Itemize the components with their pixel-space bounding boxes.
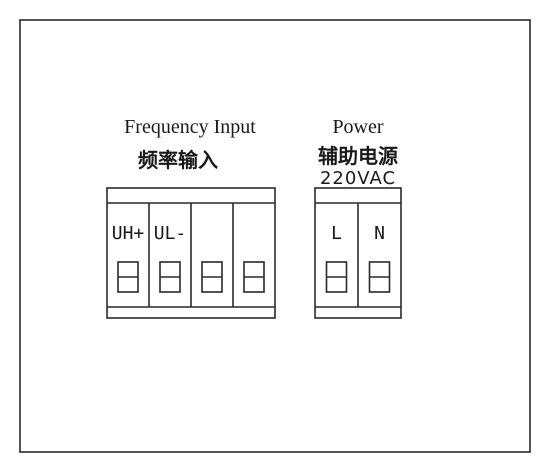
outer-frame <box>19 19 531 453</box>
power-title-cn: 辅助电源 <box>318 144 398 168</box>
frequency-input-terminal-label: UL- <box>154 223 187 244</box>
frequency-input-title: Frequency Input <box>124 116 256 138</box>
frequency-input-title-cn: 频率输入 <box>138 148 218 172</box>
power-voltage: 220VAC <box>320 168 396 189</box>
frequency-input-terminal-label: UH+ <box>112 223 145 244</box>
power-housing <box>314 187 402 319</box>
frequency-input-housing <box>106 187 276 319</box>
power-title: Power <box>332 116 383 138</box>
power-terminal-label: L <box>331 223 342 244</box>
frequency-input-terminal-block: UH+ UL- <box>106 187 276 319</box>
power-terminal-label: N <box>374 223 385 244</box>
